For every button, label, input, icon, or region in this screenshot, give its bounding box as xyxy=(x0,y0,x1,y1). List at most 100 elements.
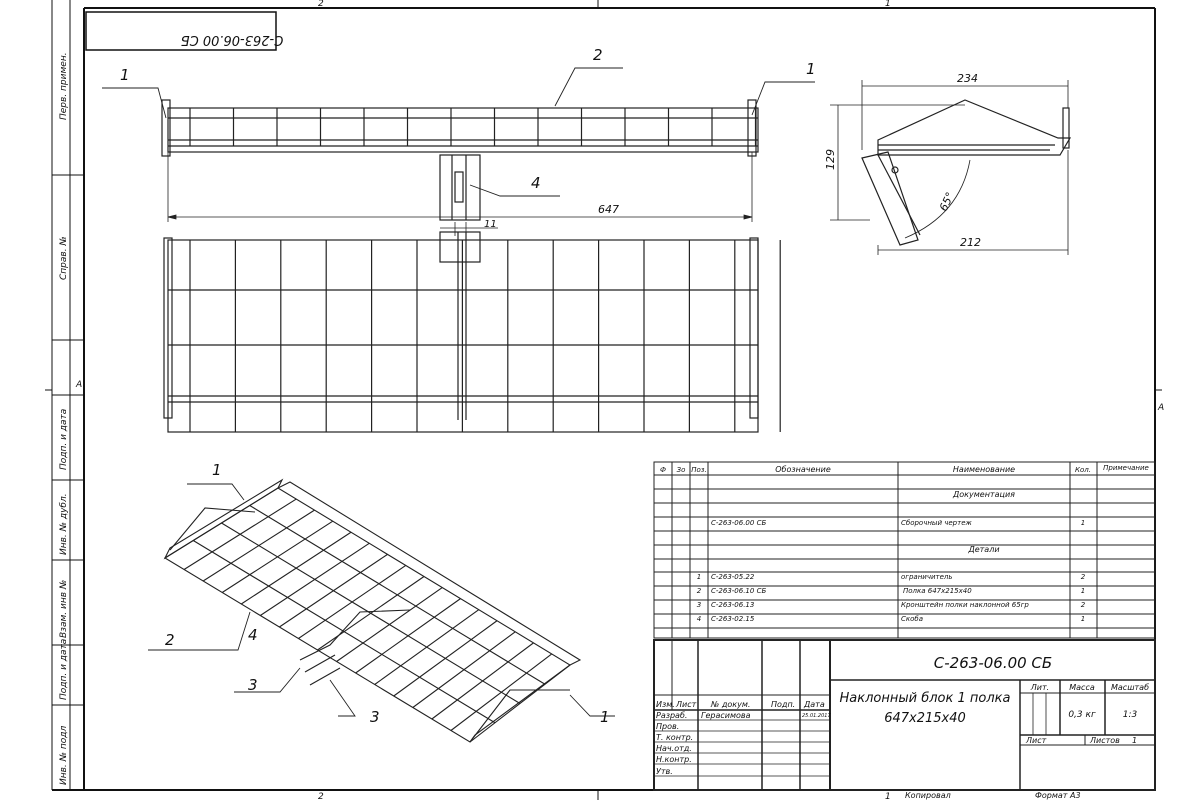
table-row: 4 С-263-02.15 Скоба 1 xyxy=(697,615,1085,623)
spec-code: С-263-05.22 xyxy=(711,573,755,581)
dim-647-label: 647 xyxy=(598,203,619,216)
nachotd-label: Нач.отд. xyxy=(656,744,692,753)
spec-pos: 2 xyxy=(697,587,702,595)
spec-name: Сборочный чертеж xyxy=(901,519,972,527)
dim-212-label: 212 xyxy=(960,236,981,249)
spec-header-cell: Примечание xyxy=(1103,464,1149,472)
mirrored-code: С-263-06.00 СБ xyxy=(181,32,284,47)
hdr-izm: Изм. xyxy=(656,700,675,709)
spec-code: С-263-06.10 СБ xyxy=(711,587,766,595)
dimension-647 xyxy=(167,152,753,222)
side-strip: Перв. примен. Справ. № Подп. и дата Инв.… xyxy=(59,52,69,785)
side-label: Перв. примен. xyxy=(59,52,69,120)
mirrored-code-box: С-263-06.00 СБ xyxy=(85,11,284,51)
listov-label: Листов xyxy=(1089,736,1120,745)
razrab-label: Разраб. xyxy=(656,711,687,720)
callout-4: 4 xyxy=(248,626,258,644)
zone-label-left: A xyxy=(75,380,82,390)
wire-bar xyxy=(249,505,546,685)
spec-header-cell: Кол. xyxy=(1075,466,1091,474)
zone-label-top-right: 1 xyxy=(885,0,891,9)
side-label: Подп. и дата xyxy=(59,409,69,470)
top-view-grid xyxy=(163,231,781,433)
spec-header-row: Ф Зо Поз. Обозначение Наименование Кол. … xyxy=(660,464,1149,474)
listov-value: 1 xyxy=(1132,736,1137,745)
list-label: Лист xyxy=(1025,736,1047,745)
spec-name: Кронштейн полки наклонной 65гр xyxy=(901,601,1029,609)
spec-name: ограничитель xyxy=(901,573,953,581)
callout-1: 1 xyxy=(806,60,816,78)
side-view-dimensions xyxy=(830,80,1069,255)
side-label: Справ. № xyxy=(59,236,69,280)
spec-pos: 4 xyxy=(697,615,701,623)
spec-section-parts: Детали xyxy=(967,545,999,554)
dim-11-label: 11 xyxy=(484,219,497,230)
front-view xyxy=(161,99,759,221)
title-block xyxy=(653,639,1156,791)
wire-bar xyxy=(192,540,496,724)
masshtab-label: Масштаб xyxy=(1111,683,1149,692)
side-label: Инв. № дубл. xyxy=(59,493,69,555)
dim-129-label: 129 xyxy=(824,149,837,170)
zone-label-top-left: 2 xyxy=(318,0,324,9)
massa-label: Масса xyxy=(1069,683,1095,692)
nkontr-label: Н.контр. xyxy=(656,755,692,764)
tkontr-label: Т. контр. xyxy=(656,733,693,742)
zone-label-bottom-right: 1 xyxy=(885,792,891,800)
wire-bar xyxy=(221,522,521,704)
table-row: 1 С-263-05.22 ограничитель 2 xyxy=(697,573,1086,581)
razrab-name: Герасимова xyxy=(701,711,751,720)
lit-label: Лит. xyxy=(1030,683,1049,692)
utv-label: Утв. xyxy=(656,767,673,776)
title-line-2: 647х215х40 xyxy=(884,711,966,726)
kopiroval: Копировал xyxy=(905,791,951,800)
callout-2: 2 xyxy=(165,631,175,649)
spec-name: Скоба xyxy=(901,615,923,623)
callout-3: 3 xyxy=(370,708,380,726)
spec-qty: 1 xyxy=(1081,519,1085,527)
spec-header-cell: Ф xyxy=(660,466,666,474)
side-view xyxy=(861,99,1072,246)
razrab-date: 25.01.2017 xyxy=(802,713,831,719)
spec-header-cell: Обозначение xyxy=(775,465,831,474)
spec-code: С-263-06.13 xyxy=(711,601,754,609)
prov-label: Пров. xyxy=(656,722,679,731)
spec-qty: 1 xyxy=(1081,615,1085,623)
side-label: Взам. инв № xyxy=(59,580,69,638)
spec-header-cell: Поз. xyxy=(691,466,707,474)
spec-qty: 2 xyxy=(1081,573,1086,581)
spec-header-cell: Наименование xyxy=(953,465,1015,474)
side-label: Подп. и дата xyxy=(59,639,69,700)
callout-1: 1 xyxy=(212,461,222,479)
spec-pos: 1 xyxy=(697,573,701,581)
isometric-view xyxy=(163,478,582,743)
massa-value: 0,3 кг xyxy=(1068,710,1096,720)
spec-section-docs: Документация xyxy=(952,490,1015,499)
masshtab-value: 1:3 xyxy=(1123,710,1138,720)
zone-label-right: A xyxy=(1157,403,1164,413)
spec-code: С-263-06.00 СБ xyxy=(711,519,766,527)
callout-2: 2 xyxy=(593,46,603,64)
hdr-sign: Подп. xyxy=(771,700,795,709)
side-label: Инв. № подл xyxy=(59,726,69,785)
dim-234-label: 234 xyxy=(957,72,978,85)
sheet-frame xyxy=(45,0,1162,800)
hdr-date: Дата xyxy=(803,700,825,709)
callout-1: 1 xyxy=(600,708,610,726)
spec-header-cell: Зо xyxy=(677,466,686,474)
hdr-docnum: № докум. xyxy=(710,700,750,709)
callout-3: 3 xyxy=(248,676,258,694)
spec-qty: 1 xyxy=(1081,587,1085,595)
callouts xyxy=(102,67,815,717)
angle-65-label: 65° xyxy=(937,190,957,213)
table-row: 2 С-263-06.10 СБ Полка 647х215х40 1 xyxy=(697,587,1085,595)
hdr-list: Лист xyxy=(675,700,697,709)
spec-pos: 3 xyxy=(697,601,701,609)
callout-1: 1 xyxy=(120,66,130,84)
spec-qty: 2 xyxy=(1081,601,1086,609)
spec-code: С-263-02.15 xyxy=(711,615,755,623)
spec-table xyxy=(653,461,1156,639)
callout-4: 4 xyxy=(531,174,541,192)
spec-name: Полка 647х215х40 xyxy=(903,587,972,595)
